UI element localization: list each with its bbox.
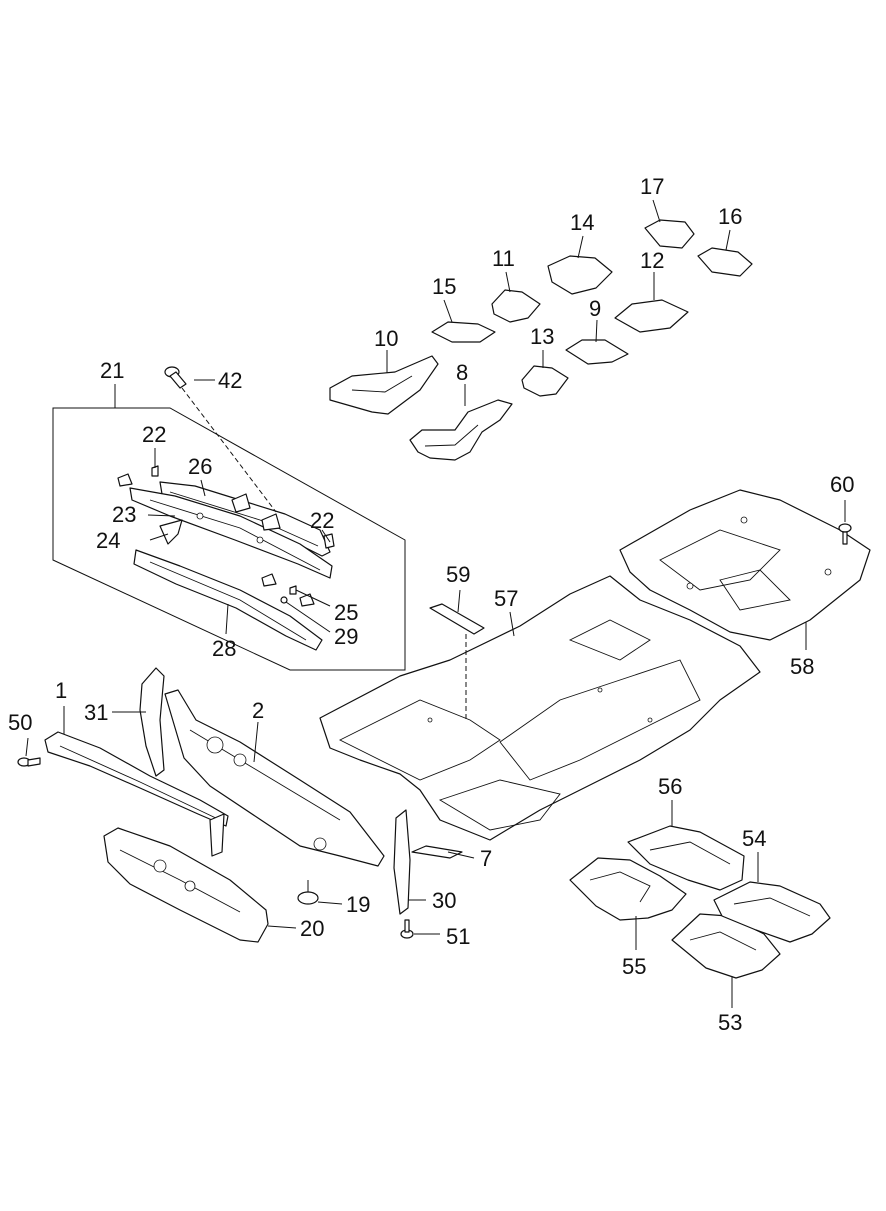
dash-leaders: [25, 706, 475, 935]
callout-14: 14: [570, 210, 594, 235]
floor-carpet-58: [619, 489, 871, 641]
clip-25: [289, 585, 297, 595]
callout-31: 31: [84, 700, 108, 725]
cowl-panel-23: [129, 487, 333, 579]
callout-labels: 1 2 7 8 9 10 11 12 13 14 15 16 17 19 20 …: [8, 174, 854, 1035]
cowl-leaders: [147, 379, 331, 635]
callout-57: 57: [494, 586, 518, 611]
callout-2: 2: [252, 698, 264, 723]
pad-12: [614, 299, 689, 333]
pad-16: [697, 247, 753, 277]
callout-10: 10: [374, 326, 398, 351]
callout-24: 24: [96, 528, 120, 553]
callout-17: 17: [640, 174, 664, 199]
floor-mat-56: [627, 825, 745, 891]
callout-50: 50: [8, 710, 32, 735]
callout-8: 8: [456, 360, 468, 385]
reinforcement-7: [411, 845, 463, 859]
callout-58: 58: [790, 654, 814, 679]
callout-28: 28: [212, 636, 236, 661]
cowl-panel-28: [133, 549, 323, 651]
brackets-cowl-small: [117, 473, 315, 607]
pad-13: [521, 365, 569, 397]
carpet-58-leaders: [805, 500, 846, 650]
callout-56: 56: [658, 774, 682, 799]
pad-17: [644, 219, 695, 249]
pad-10: [329, 355, 439, 415]
callout-60: 60: [830, 472, 854, 497]
pad-14: [547, 255, 613, 295]
callout-30: 30: [432, 888, 456, 913]
dash-panel-2: [164, 689, 385, 867]
pad-59: [429, 603, 485, 635]
callout-19: 19: [346, 892, 370, 917]
callout-55: 55: [622, 954, 646, 979]
bolt-50: [17, 757, 41, 767]
callout-11: 11: [492, 246, 515, 271]
callout-20: 20: [300, 916, 324, 941]
callout-12: 12: [640, 248, 664, 273]
callout-54: 54: [742, 826, 766, 851]
pad-11: [491, 289, 541, 323]
callout-7: 7: [480, 846, 492, 871]
grommet-19: [297, 891, 319, 905]
floor-mat-54: [713, 881, 831, 943]
floor-carpet-57: [319, 575, 761, 841]
pad-15: [431, 321, 496, 343]
callout-16: 16: [718, 204, 742, 229]
callout-26: 26: [188, 454, 212, 479]
clip-22-top: [151, 465, 159, 477]
callout-25: 25: [334, 600, 358, 625]
trim-30: [393, 809, 411, 915]
callout-23: 23: [112, 502, 136, 527]
cowl-assembly-frame: [52, 384, 406, 671]
callout-21: 21: [100, 358, 124, 383]
bracket-24: [159, 519, 183, 545]
bolt-51: [400, 919, 414, 939]
callout-22-top: 22: [142, 422, 166, 447]
pad-leaders: [386, 199, 731, 406]
callout-1: 1: [55, 678, 67, 703]
callout-9: 9: [589, 296, 601, 321]
cowl-cross-member-1: [44, 731, 229, 857]
carpet-57-leaders: [457, 589, 515, 720]
pad-9: [565, 339, 629, 365]
pad-8: [409, 399, 513, 461]
clip-60: [838, 523, 852, 545]
callout-22-right: 22: [310, 508, 334, 533]
callout-42: 42: [218, 368, 242, 393]
bolt-42: [164, 366, 187, 389]
dash-insulator-20: [103, 827, 269, 943]
callout-59: 59: [446, 562, 470, 587]
callout-29: 29: [334, 624, 358, 649]
callout-51: 51: [446, 924, 470, 949]
callout-13: 13: [530, 324, 554, 349]
floor-mat-53: [671, 913, 781, 979]
floor-mat-leaders: [635, 800, 759, 1008]
side-bracket-31: [139, 667, 165, 777]
clip-29: [280, 596, 288, 604]
callout-53: 53: [718, 1010, 742, 1035]
callout-15: 15: [432, 274, 456, 299]
floor-mat-55: [569, 857, 687, 921]
